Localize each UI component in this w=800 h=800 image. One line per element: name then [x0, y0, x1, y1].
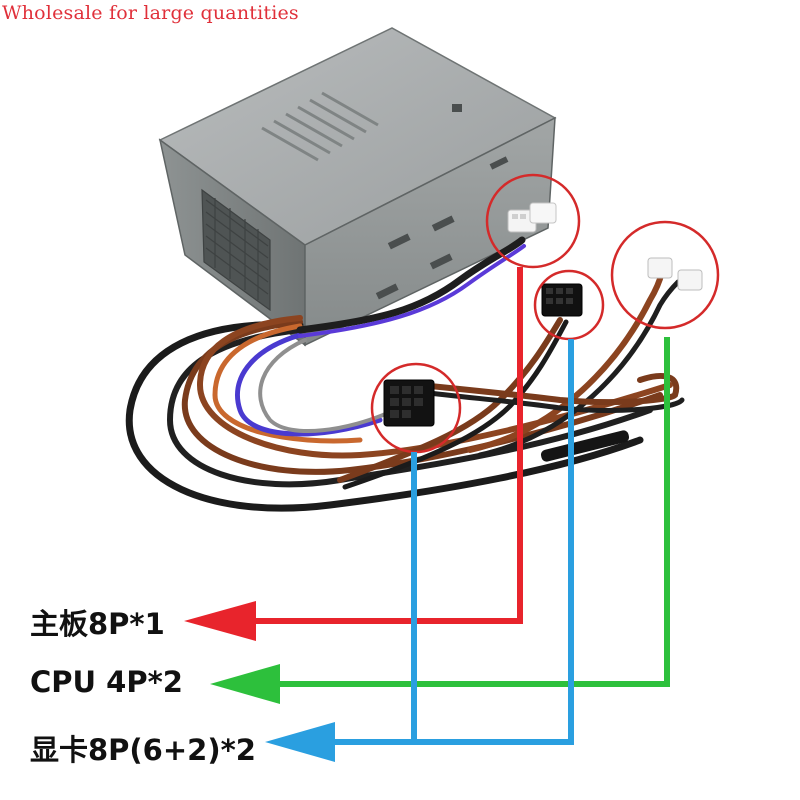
- psu-mount-holes: [375, 104, 509, 300]
- label-motherboard-connector: 主板8P*1: [30, 607, 165, 641]
- arrow-left-icon: [265, 722, 335, 762]
- psu-vent-ribs: [261, 91, 379, 162]
- ring-motherboard: [485, 173, 581, 269]
- pointer-cpu: [210, 337, 670, 704]
- cable-gpu-b: [417, 373, 680, 406]
- cable-mb-purple: [298, 244, 526, 338]
- watermark-text: Wholesale for large quantities: [2, 2, 299, 24]
- connector-gpu-8pin-center: [541, 283, 583, 317]
- cable-grey: [258, 338, 392, 433]
- cable-gpu-a: [337, 317, 563, 483]
- connector-motherboard-8pin: [507, 202, 557, 233]
- label-cpu-connector: CPU 4P*2: [30, 665, 183, 699]
- psu-cable-bundle: [125, 236, 685, 512]
- psu-fan-grille: [201, 188, 271, 312]
- cable-black-2: [166, 327, 653, 488]
- cable-black-outer: [125, 320, 644, 512]
- pointer-motherboard: [184, 267, 523, 641]
- connector-cpu-4pin-pair: [647, 257, 703, 291]
- cable-orange: [212, 323, 363, 444]
- connector-gpu-8pin-left: [383, 379, 435, 427]
- cable-purple-blue: [235, 332, 383, 437]
- pointer-gpu: [265, 339, 574, 762]
- label-gpu-connector: 显卡8P(6+2)*2: [30, 733, 256, 767]
- power-supply-unit: [158, 27, 557, 347]
- ring-cpu: [610, 220, 720, 330]
- cable-gpu-b2: [417, 389, 685, 413]
- cable-gpu-a2: [342, 319, 569, 490]
- cable-heat-shrink: [540, 430, 630, 462]
- cable-cpu-2: [477, 279, 681, 458]
- cable-cpu: [467, 269, 665, 453]
- psu-front-panel: [304, 116, 556, 347]
- arrow-left-icon: [184, 601, 256, 641]
- arrow-left-icon: [210, 664, 280, 704]
- cable-mb-bundle: [296, 236, 526, 334]
